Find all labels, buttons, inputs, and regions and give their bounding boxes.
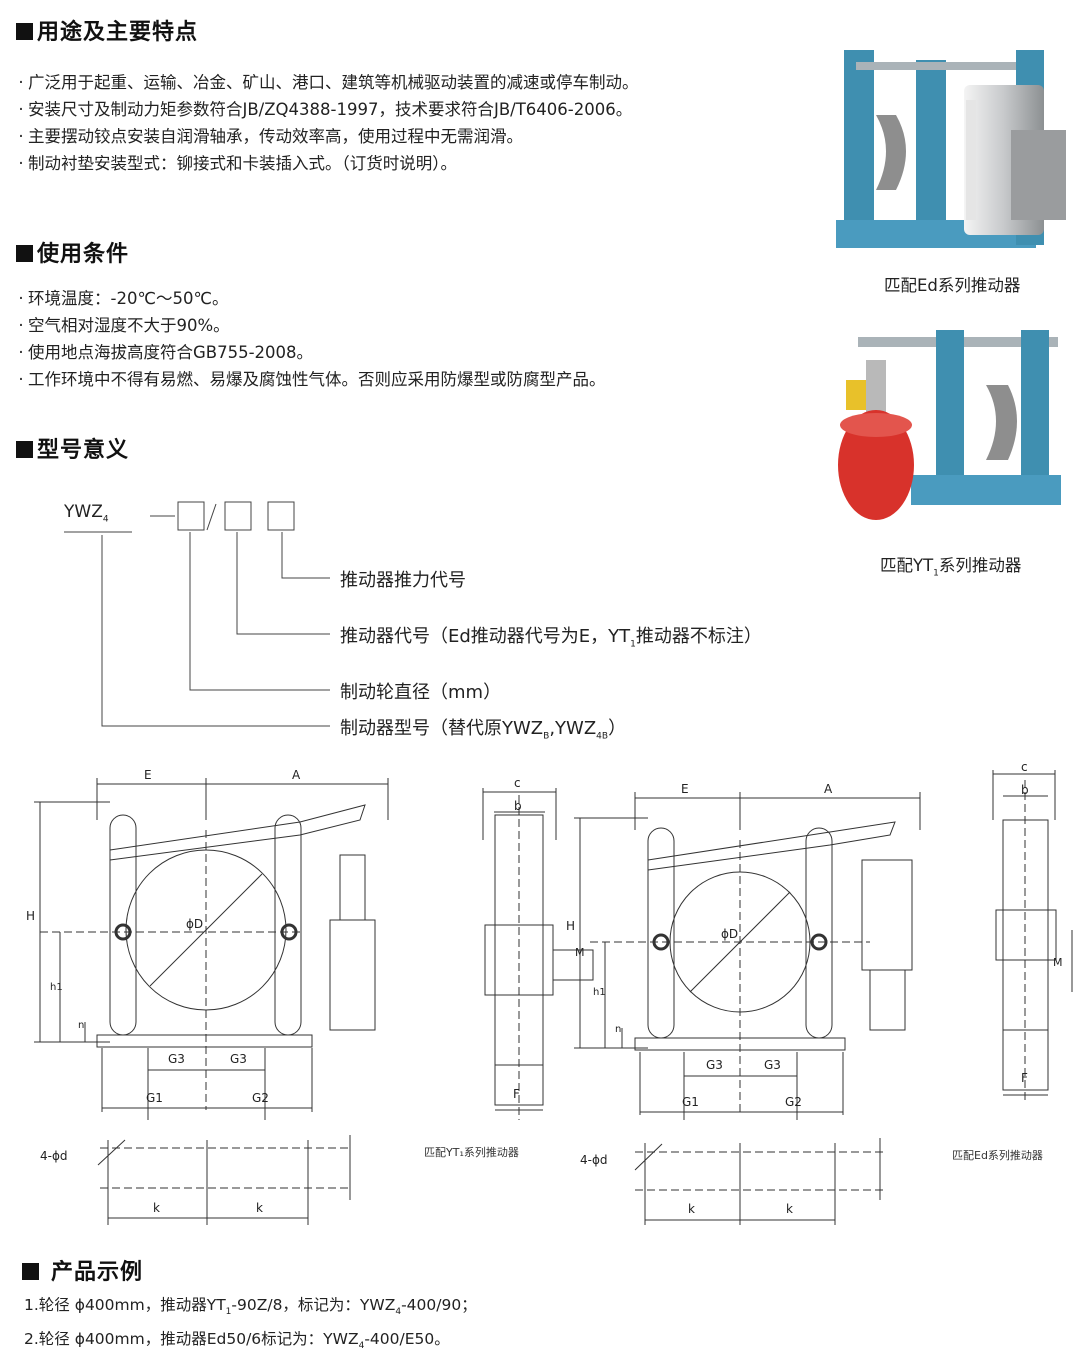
examples-list: 1.轮径 ϕ400mm，推动器YT1-90Z/8，标记为：YWZ4-400/90… <box>24 1292 477 1360</box>
label-G1-right: G1 <box>682 1095 699 1109</box>
label-hole-left: 4-ϕd <box>40 1149 68 1163</box>
label-F-left: F <box>513 1087 520 1101</box>
label-A-left: A <box>292 768 301 782</box>
hole-layout-yt1 <box>97 1135 352 1225</box>
list-item: 环境温度：-20℃～50℃。 <box>14 285 606 312</box>
front-view-yt1 <box>34 778 389 1120</box>
code-box-1 <box>177 501 205 531</box>
features-list: 广泛用于起重、运输、冶金、矿山、港口、建筑等机械驱动装置的减速或停车制动。 安装… <box>14 69 639 177</box>
square-bullet-icon <box>16 441 33 458</box>
label-A-right: A <box>824 782 833 796</box>
label-k1-left: k <box>153 1201 160 1215</box>
model-code: YWZ4 <box>64 502 109 525</box>
label-G3b-right: G3 <box>764 1058 781 1072</box>
label-H-right: H <box>566 919 575 933</box>
list-item: 主要摆动铰点安装自润滑轴承，传动效率高，使用过程中无需润滑。 <box>14 123 639 150</box>
drawing-caption-ed: 匹配Ed系列推动器 <box>952 1149 1043 1162</box>
label-k2-right: k <box>786 1202 793 1216</box>
label-b-left: b <box>514 799 522 813</box>
legend-thruster-code: 推动器代号（Ed推动器代号为E，YT1推动器不标注） <box>340 626 762 650</box>
label-G1-left: G1 <box>146 1091 163 1105</box>
list-item: 广泛用于起重、运输、冶金、矿山、港口、建筑等机械驱动装置的减速或停车制动。 <box>14 69 639 96</box>
front-view-ed <box>574 792 921 1120</box>
label-H-left: H <box>26 909 35 923</box>
label-n-right: n <box>615 1024 621 1035</box>
label-n-left: n <box>78 1020 84 1031</box>
label-M-right: M <box>575 946 585 959</box>
label-M-right-side: M <box>1053 956 1063 969</box>
label-k1-right: k <box>688 1202 695 1216</box>
label-b-right: b <box>1021 783 1029 797</box>
hole-layout-ed <box>634 1138 885 1225</box>
features-heading: 用途及主要特点 <box>16 14 198 46</box>
legend-brake-model: 制动器型号（替代原YWZB,YWZ4B） <box>340 718 627 742</box>
list-item: 安装尺寸及制动力矩参数符合JB/ZQ4388-1997，技术要求符合JB/T64… <box>14 96 639 123</box>
list-item: 制动衬垫安装型式：铆接式和卡装插入式。（订货时说明）。 <box>14 150 639 177</box>
drawing-caption-yt1: 匹配YT₁系列推动器 <box>424 1146 519 1159</box>
square-bullet-icon <box>16 23 33 40</box>
side-view-ed <box>992 770 1073 1100</box>
examples-heading: 产品示例 <box>22 1254 143 1286</box>
square-bullet-icon <box>16 245 33 262</box>
label-E-right: E <box>681 782 689 796</box>
side-view-yt1 <box>482 788 594 1120</box>
photo-caption-yt1: 匹配YT1系列推动器 <box>880 556 1022 579</box>
legend-thrust-code: 推动器推力代号 <box>340 570 466 591</box>
technical-drawings: E A H h1 n ϕD G3 G3 G1 G2 c b F 4-ϕd k k… <box>26 760 1073 1225</box>
label-c-right: c <box>1021 760 1028 774</box>
example-line-2: 2.轮径 ϕ400mm，推动器Ed50/6标记为：YWZ4-400/E50。 <box>24 1330 450 1352</box>
legend-wheel-diameter: 制动轮直径（mm） <box>340 682 502 703</box>
label-G2-right: G2 <box>785 1095 802 1109</box>
label-D-right: ϕD <box>721 927 738 941</box>
model-code-diagram <box>64 501 330 727</box>
code-box-3 <box>267 501 295 531</box>
list-item: 空气相对湿度不大于90%。 <box>14 312 606 339</box>
list-item: 工作环境中不得有易燃、易爆及腐蚀性气体。否则应采用防爆型或防腐型产品。 <box>14 366 606 393</box>
label-h1-right: h1 <box>593 987 606 998</box>
product-photo-yt1 <box>838 330 1061 520</box>
photo-caption-ed: 匹配Ed系列推动器 <box>884 276 1021 295</box>
label-D-left: ϕD <box>186 917 203 931</box>
code-box-2 <box>224 501 252 531</box>
label-c-left: c <box>514 776 521 790</box>
conditions-heading: 使用条件 <box>16 236 129 268</box>
label-E-left: E <box>144 768 152 782</box>
example-line-1: 1.轮径 ϕ400mm，推动器YT1-90Z/8，标记为：YWZ4-400/90… <box>24 1296 477 1318</box>
label-G2-left: G2 <box>252 1091 269 1105</box>
model-heading: 型号意义 <box>16 432 129 464</box>
list-item: 使用地点海拔高度符合GB755-2008。 <box>14 339 606 366</box>
label-G3a-left: G3 <box>168 1052 185 1066</box>
label-hole-right: 4-ϕd <box>580 1153 608 1167</box>
label-G3a-right: G3 <box>706 1058 723 1072</box>
product-photo-ed <box>836 50 1066 248</box>
label-G3b-left: G3 <box>230 1052 247 1066</box>
conditions-list: 环境温度：-20℃～50℃。 空气相对湿度不大于90%。 使用地点海拔高度符合G… <box>14 285 606 393</box>
square-bullet-icon <box>22 1263 39 1280</box>
label-F-right: F <box>1021 1071 1028 1085</box>
label-h1-left: h1 <box>50 982 63 993</box>
label-k2-left: k <box>256 1201 263 1215</box>
